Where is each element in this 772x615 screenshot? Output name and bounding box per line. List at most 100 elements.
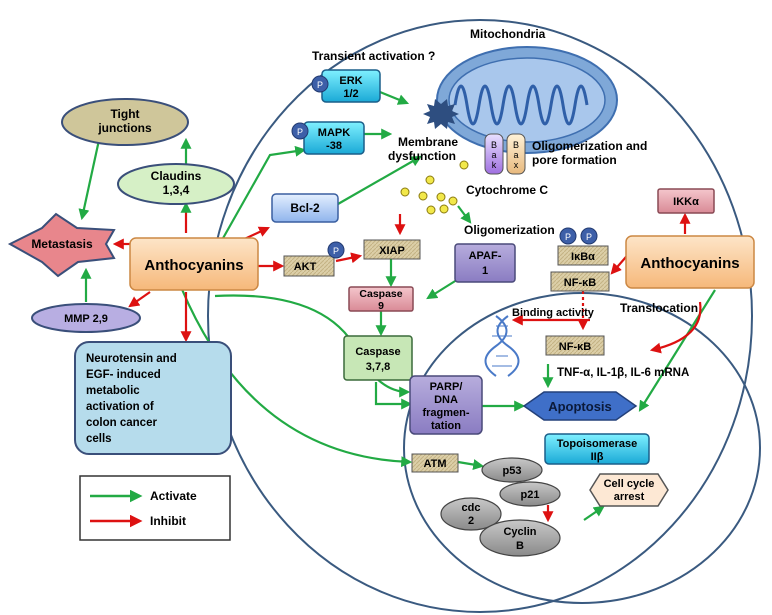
svg-text:NF-κB: NF-κB — [564, 277, 596, 289]
svg-text:AKT: AKT — [294, 261, 317, 273]
arrow-atm-to-p53 — [457, 459, 485, 470]
legend: Activate Inhibit — [79, 475, 231, 541]
cytochrome-c-dots — [400, 160, 469, 215]
svg-text:Neurotensin and: Neurotensin and — [86, 353, 177, 365]
bak-protein: B a k — [484, 133, 504, 175]
arrow-anth-to-tnf — [649, 301, 702, 354]
svg-text:NF-κB: NF-κB — [559, 341, 591, 353]
cytokine-mrna-label: TNF-α, IL-1β, IL-6 mRNA — [557, 367, 689, 379]
svg-text:2: 2 — [468, 515, 474, 527]
dna-helix-icon — [484, 315, 520, 377]
svg-text:x: x — [514, 160, 519, 170]
svg-text:metabolic: metabolic — [86, 385, 140, 397]
svg-text:P: P — [586, 232, 592, 242]
svg-text:1: 1 — [482, 265, 488, 277]
svg-text:colon cancer: colon cancer — [86, 417, 157, 429]
anthocyanins-right-node: Anthocyanins — [625, 235, 755, 289]
cell-membrane — [207, 19, 753, 613]
translocation-label: Translocation — [620, 301, 698, 315]
transient-activation-label: Transient activation ? — [312, 49, 435, 63]
membrane-burst-icon — [423, 99, 459, 129]
anthocyanins-left-node: Anthocyanins — [129, 237, 259, 291]
svg-text:DNA: DNA — [434, 394, 458, 406]
svg-text:Apoptosis: Apoptosis — [548, 399, 612, 414]
oligo-pore-label-1: Oligomerization and — [532, 139, 647, 153]
svg-text:ATM: ATM — [423, 458, 446, 470]
svg-text:1,3,4: 1,3,4 — [163, 183, 190, 197]
svg-text:EGF- induced: EGF- induced — [86, 369, 161, 381]
svg-text:Metastasis: Metastasis — [31, 237, 93, 251]
svg-text:IIβ: IIβ — [591, 451, 604, 463]
svg-text:9: 9 — [378, 300, 384, 312]
ikba-node: IκBα P P — [557, 227, 609, 266]
erk-node: ERK 1/2 P — [311, 69, 381, 103]
svg-text:MAPK: MAPK — [318, 127, 350, 139]
binding-activity-label: Binding activity — [512, 307, 595, 319]
topoisomerase-node: Topoisomerase IIβ — [544, 433, 650, 465]
caspase9-node: Caspase 9 — [348, 286, 414, 312]
svg-text:Claudins: Claudins — [151, 169, 202, 183]
svg-text:fragmen-: fragmen- — [422, 407, 469, 419]
svg-text:-38: -38 — [326, 140, 342, 152]
svg-text:Anthocyanins: Anthocyanins — [640, 255, 739, 272]
nfkb-nucleus-node: NF-κB — [545, 335, 605, 356]
parp-node: PARP/ DNA fragmen- tation — [409, 375, 483, 435]
svg-text:cells: cells — [86, 433, 112, 445]
svg-text:junctions: junctions — [97, 121, 152, 135]
svg-text:B: B — [491, 140, 497, 150]
svg-text:P: P — [317, 80, 323, 90]
arrow-anth-to-mmp — [128, 291, 151, 308]
arrow-apaf-to-casp9 — [426, 277, 461, 300]
mitochondria-label: Mitochondria — [470, 27, 546, 41]
svg-text:Topoisomerase: Topoisomerase — [557, 438, 638, 450]
svg-text:APAF-: APAF- — [469, 250, 502, 262]
oligo-pore-label-2: pore formation — [532, 153, 617, 167]
svg-text:cdc: cdc — [462, 502, 481, 514]
tight-junctions-node: Tight junctions — [61, 98, 189, 146]
svg-text:Activate: Activate — [150, 489, 197, 503]
arrow-cyclin-to-arrest — [583, 505, 605, 521]
svg-text:P: P — [297, 127, 303, 137]
arrow-akt-to-xiap — [335, 252, 363, 264]
svg-text:p21: p21 — [521, 489, 540, 501]
cell-cycle-arrest-node: Cell cycle arrest — [589, 473, 669, 507]
svg-text:IKKα: IKKα — [673, 196, 699, 208]
arrow-erk-to-mito — [379, 90, 410, 105]
claudins-node: Claudins 1,3,4 — [117, 163, 235, 205]
nfkb-cytoplasm-node: NF-κB — [550, 271, 610, 292]
svg-text:p53: p53 — [503, 465, 522, 477]
membrane-label-1: Membrane — [398, 135, 458, 149]
svg-text:a: a — [513, 150, 518, 160]
apaf1-node: APAF- 1 — [454, 243, 516, 283]
p21-node: p21 — [499, 481, 561, 507]
svg-text:Caspase: Caspase — [359, 288, 402, 300]
svg-text:P: P — [333, 246, 339, 256]
arrow-cyto-to-oligo — [457, 205, 472, 224]
svg-text:IκBα: IκBα — [571, 251, 595, 263]
svg-text:P: P — [565, 232, 571, 242]
membrane-label-2: dysfunction — [388, 149, 456, 163]
metastasis-node: Metastasis — [7, 212, 116, 278]
svg-text:Caspase: Caspase — [355, 346, 400, 358]
svg-text:arrest: arrest — [614, 491, 645, 503]
xiap-node: XIAP — [363, 239, 421, 260]
svg-text:Inhibit: Inhibit — [150, 514, 186, 528]
svg-text:Bcl-2: Bcl-2 — [290, 201, 320, 215]
svg-text:tation: tation — [431, 420, 461, 432]
bax-protein: B a x — [506, 133, 526, 175]
p53-node: p53 — [481, 457, 543, 483]
akt-node: AKT P — [283, 241, 345, 277]
svg-text:activation of: activation of — [86, 401, 154, 413]
cyclin-b-node: Cyclin B — [479, 519, 561, 557]
arrow-anth-to-mapk — [221, 145, 307, 241]
svg-text:a: a — [491, 150, 496, 160]
arrow-anth-to-atm — [173, 271, 413, 468]
mapk-node: MAPK -38 P — [291, 121, 365, 155]
mitochondrion — [436, 46, 618, 154]
ikka-node: IKKα — [657, 188, 715, 214]
svg-text:B: B — [516, 540, 524, 552]
cdc2-node: cdc 2 — [440, 497, 502, 531]
svg-text:Anthocyanins: Anthocyanins — [144, 257, 243, 274]
svg-text:3,7,8: 3,7,8 — [366, 361, 390, 373]
